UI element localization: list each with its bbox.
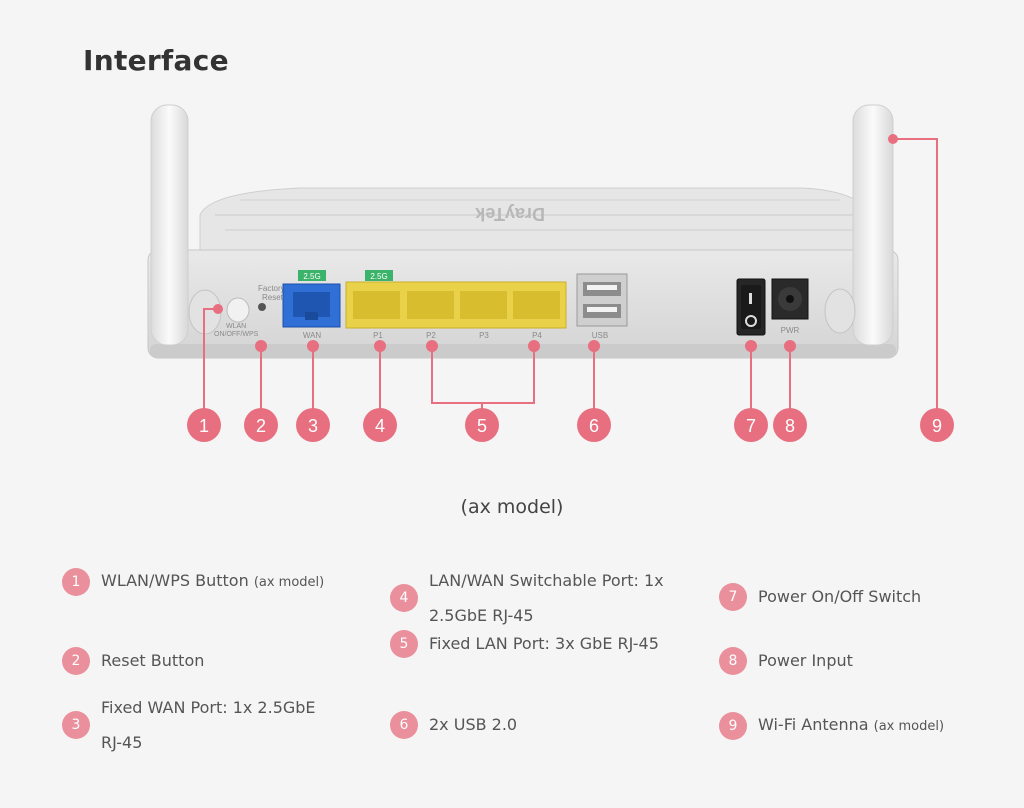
- model-caption: (ax model): [460, 496, 564, 518]
- legend-badge: 7: [719, 582, 747, 611]
- svg-text:5: 5: [477, 416, 487, 436]
- marker-7: 7: [734, 408, 768, 442]
- speed-label-wan: 2.5G: [298, 270, 326, 281]
- legend-badge: 2: [62, 646, 90, 675]
- marker-9: 9: [920, 408, 954, 442]
- marker-4: 4: [363, 408, 397, 442]
- svg-text:2: 2: [256, 416, 266, 436]
- speed-label-p1: 2.5G: [365, 270, 393, 281]
- lan-port-label-4: P4: [532, 331, 542, 340]
- svg-text:8: 8: [785, 416, 795, 436]
- legend-badge: 9: [719, 711, 747, 740]
- legend-item-9: 9 Wi-Fi Antenna (ax model): [719, 707, 1019, 744]
- legend-text: 2x USB 2.0: [429, 715, 518, 734]
- reset-button: [258, 303, 266, 311]
- legend-item-5: 5 Fixed LAN Port: 3x GbE RJ-45: [390, 626, 680, 661]
- legend-note: (ax model): [253, 575, 325, 590]
- wan-port: [282, 283, 341, 328]
- wlan-wps-button: [226, 297, 250, 323]
- right-antenna: [824, 104, 894, 346]
- legend-badge: 8: [719, 646, 747, 675]
- legend-note: (ax model): [873, 719, 945, 734]
- legend-item-1: 1 WLAN/WPS Button (ax model): [62, 563, 362, 600]
- legend-text: Reset Button: [101, 651, 205, 670]
- wan-port-label: WAN: [303, 331, 322, 340]
- lan-port-label-3: P3: [479, 331, 489, 340]
- lan-port-label-2: P2: [426, 331, 436, 340]
- legend-text: Power On/Off Switch: [758, 587, 922, 606]
- left-antenna: [150, 104, 222, 346]
- legend-text: Fixed WAN Port: 1x 2.5GbE RJ-45: [101, 698, 316, 752]
- legend-item-8: 8 Power Input: [719, 643, 1019, 678]
- legend-text: Power Input: [758, 651, 853, 670]
- legend-badge: 1: [62, 567, 90, 596]
- legend-item-2: 2 Reset Button: [62, 643, 362, 678]
- marker-5: 5: [465, 408, 499, 442]
- legend-text: LAN/WAN Switchable Port: 1x 2.5GbE RJ-45: [429, 571, 664, 625]
- power-input: [771, 278, 809, 320]
- legend-item-7: 7 Power On/Off Switch: [719, 579, 1019, 614]
- lan-ports: [345, 281, 567, 329]
- usb-label: USB: [592, 331, 608, 340]
- legend-badge: 3: [62, 711, 90, 739]
- leader-dots: [213, 134, 898, 352]
- marker-2: 2: [244, 408, 278, 442]
- legend-item-3: 3 Fixed WAN Port: 1x 2.5GbE RJ-45: [62, 690, 340, 760]
- svg-text:3: 3: [308, 416, 318, 436]
- wlan-label: WLAN: [226, 323, 246, 330]
- legend-text: Fixed LAN Port: 3x GbE RJ-45: [429, 634, 659, 653]
- svg-text:4: 4: [375, 416, 385, 436]
- router-diagram: DrayTek Factory Reset WLAN ON/OFF/WPS 2.…: [147, 104, 954, 442]
- router-top: DrayTek: [199, 187, 881, 259]
- legend-badge: 5: [390, 629, 418, 658]
- svg-text:2.5G: 2.5G: [303, 272, 320, 281]
- svg-text:7: 7: [746, 416, 756, 436]
- svg-text:1: 1: [199, 416, 209, 436]
- legend-item-6: 6 2x USB 2.0: [390, 707, 690, 742]
- marker-1: 1: [187, 408, 221, 442]
- lan-port-label-1: P1: [373, 331, 383, 340]
- usb-ports: [576, 273, 628, 327]
- pwr-label: PWR: [781, 326, 800, 335]
- page-title: Interface: [83, 44, 229, 77]
- legend-badge: 4: [390, 584, 418, 612]
- legend-text: Wi-Fi Antenna: [758, 715, 869, 734]
- factory-label: Factory: [258, 284, 285, 293]
- router-brand: DrayTek: [474, 204, 545, 224]
- legend-badge: 6: [390, 710, 418, 739]
- svg-text:2.5G: 2.5G: [370, 272, 387, 281]
- svg-text:6: 6: [589, 416, 599, 436]
- power-switch: [736, 278, 766, 336]
- marker-6: 6: [577, 408, 611, 442]
- legend-text: WLAN/WPS Button: [101, 571, 249, 590]
- svg-text:9: 9: [932, 416, 942, 436]
- wlan-label-2: ON/OFF/WPS: [214, 331, 259, 338]
- legend-item-4: 4 LAN/WAN Switchable Port: 1x 2.5GbE RJ-…: [390, 563, 690, 633]
- marker-8: 8: [773, 408, 807, 442]
- factory-label-2: Reset: [262, 293, 284, 302]
- marker-3: 3: [296, 408, 330, 442]
